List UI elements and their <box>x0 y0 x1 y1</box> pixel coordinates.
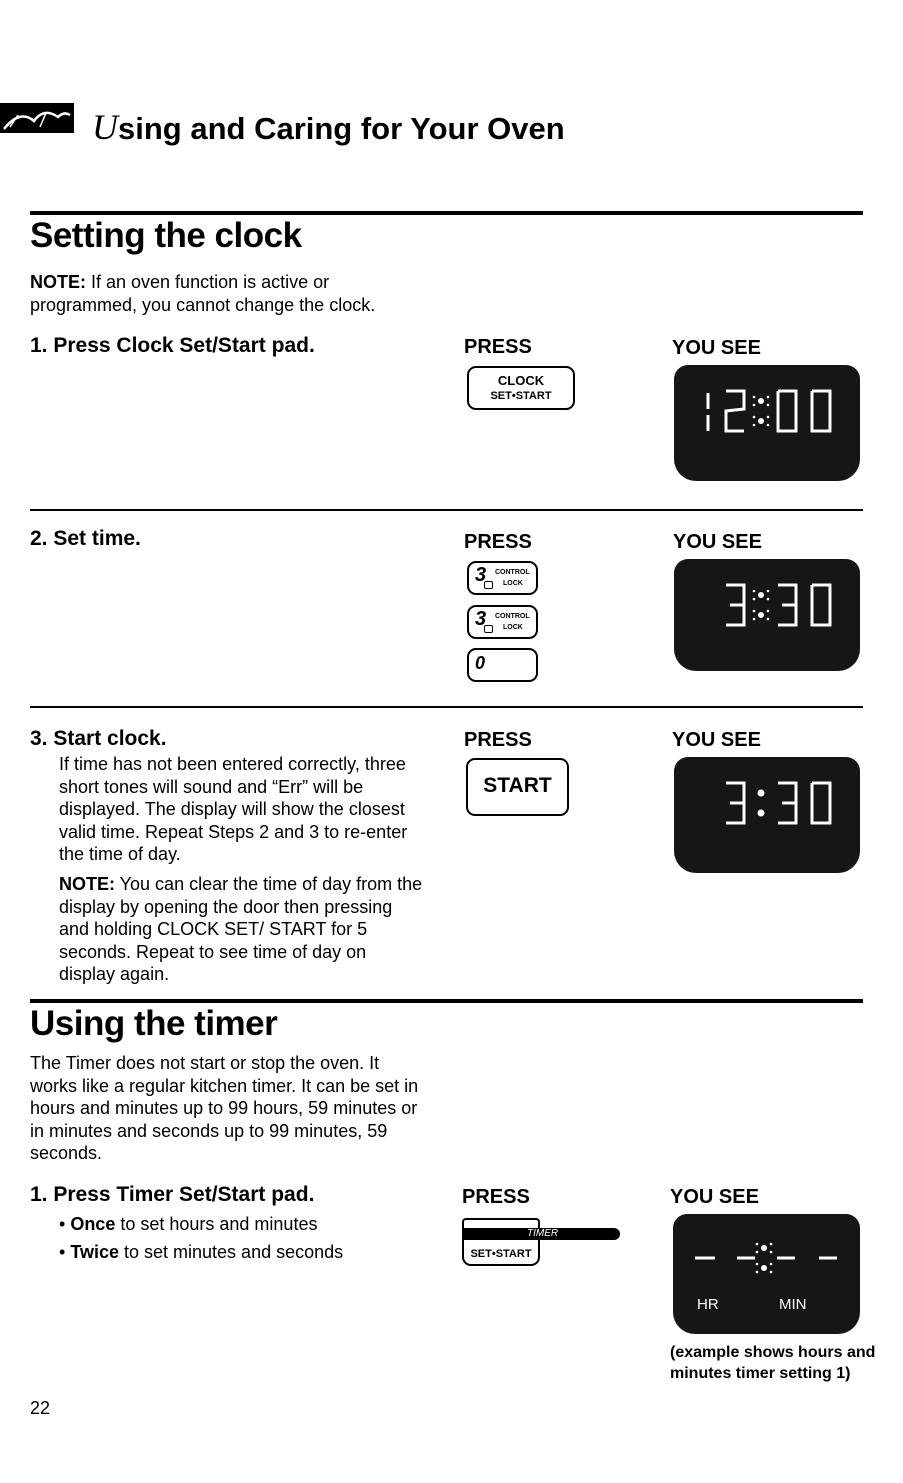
timer-dashes <box>695 1242 837 1274</box>
you-see-label: YOU SEE <box>672 337 761 359</box>
timer-display: HR MIN <box>673 1214 860 1334</box>
number-0-pad[interactable]: 0 <box>467 648 538 682</box>
clock-step3-note: NOTE: You can clear the time of day from… <box>59 874 423 984</box>
section-rule <box>30 999 863 1003</box>
timer-heading: Using the timer <box>30 1004 278 1043</box>
press-label: PRESS <box>464 729 532 751</box>
timer-bullet-once: • Once to set hours and minutes <box>59 1214 318 1234</box>
section-rule <box>30 211 863 215</box>
clock-step2-title: 2. Set time. <box>30 527 141 550</box>
number-3-pad[interactable]: 3 CONTROL LOCK <box>467 561 538 595</box>
clock-display-12-00 <box>674 365 860 481</box>
timer-caption: (example shows hours and minutes timer s… <box>670 1344 876 1382</box>
you-see-label: YOU SEE <box>672 729 761 751</box>
start-pad[interactable]: START <box>466 758 569 816</box>
timer-set-start-pad[interactable]: SET•START <box>462 1218 540 1266</box>
timer-intro: The Timer does not start or stop the ove… <box>30 1053 419 1163</box>
clock-set-start-pad[interactable]: CLOCK SET•START <box>467 366 575 410</box>
press-label: PRESS <box>464 531 532 553</box>
lock-icon <box>484 625 493 633</box>
clock-step1-title: 1. Press Clock Set/Start pad. <box>30 334 315 357</box>
seven-segment-digits <box>726 583 832 627</box>
clock-display-3-30 <box>674 757 860 873</box>
seven-segment-digits <box>706 389 832 433</box>
step-rule <box>30 509 863 511</box>
page-header-title: Using and Caring for Your Oven <box>92 107 565 147</box>
clock-heading: Setting the clock <box>30 216 302 255</box>
timer-bullet-twice: • Twice to set minutes and seconds <box>59 1242 344 1262</box>
display-min-label: MIN <box>779 1296 807 1313</box>
you-see-label: YOU SEE <box>673 531 762 553</box>
page-number: 22 <box>30 1398 51 1418</box>
step-rule <box>30 706 863 708</box>
display-hr-label: HR <box>697 1296 719 1313</box>
clock-display-3-30-flashing <box>674 559 860 671</box>
clock-note: NOTE: If an oven function is active or p… <box>30 272 376 315</box>
timer-pad-bar: TIMER <box>464 1228 620 1240</box>
press-label: PRESS <box>462 1186 530 1208</box>
clock-step3-title: 3. Start clock. <box>30 727 167 750</box>
number-3-pad[interactable]: 3 CONTROL LOCK <box>467 605 538 639</box>
lock-icon <box>484 581 493 589</box>
you-see-label: YOU SEE <box>670 1186 759 1208</box>
seven-segment-digits <box>726 781 832 825</box>
clock-step3-body: If time has not been entered correctly, … <box>59 754 408 864</box>
timer-step1-title: 1. Press Timer Set/Start pad. <box>30 1183 315 1206</box>
press-label: PRESS <box>464 336 532 358</box>
brand-logo-icon <box>0 103 74 133</box>
